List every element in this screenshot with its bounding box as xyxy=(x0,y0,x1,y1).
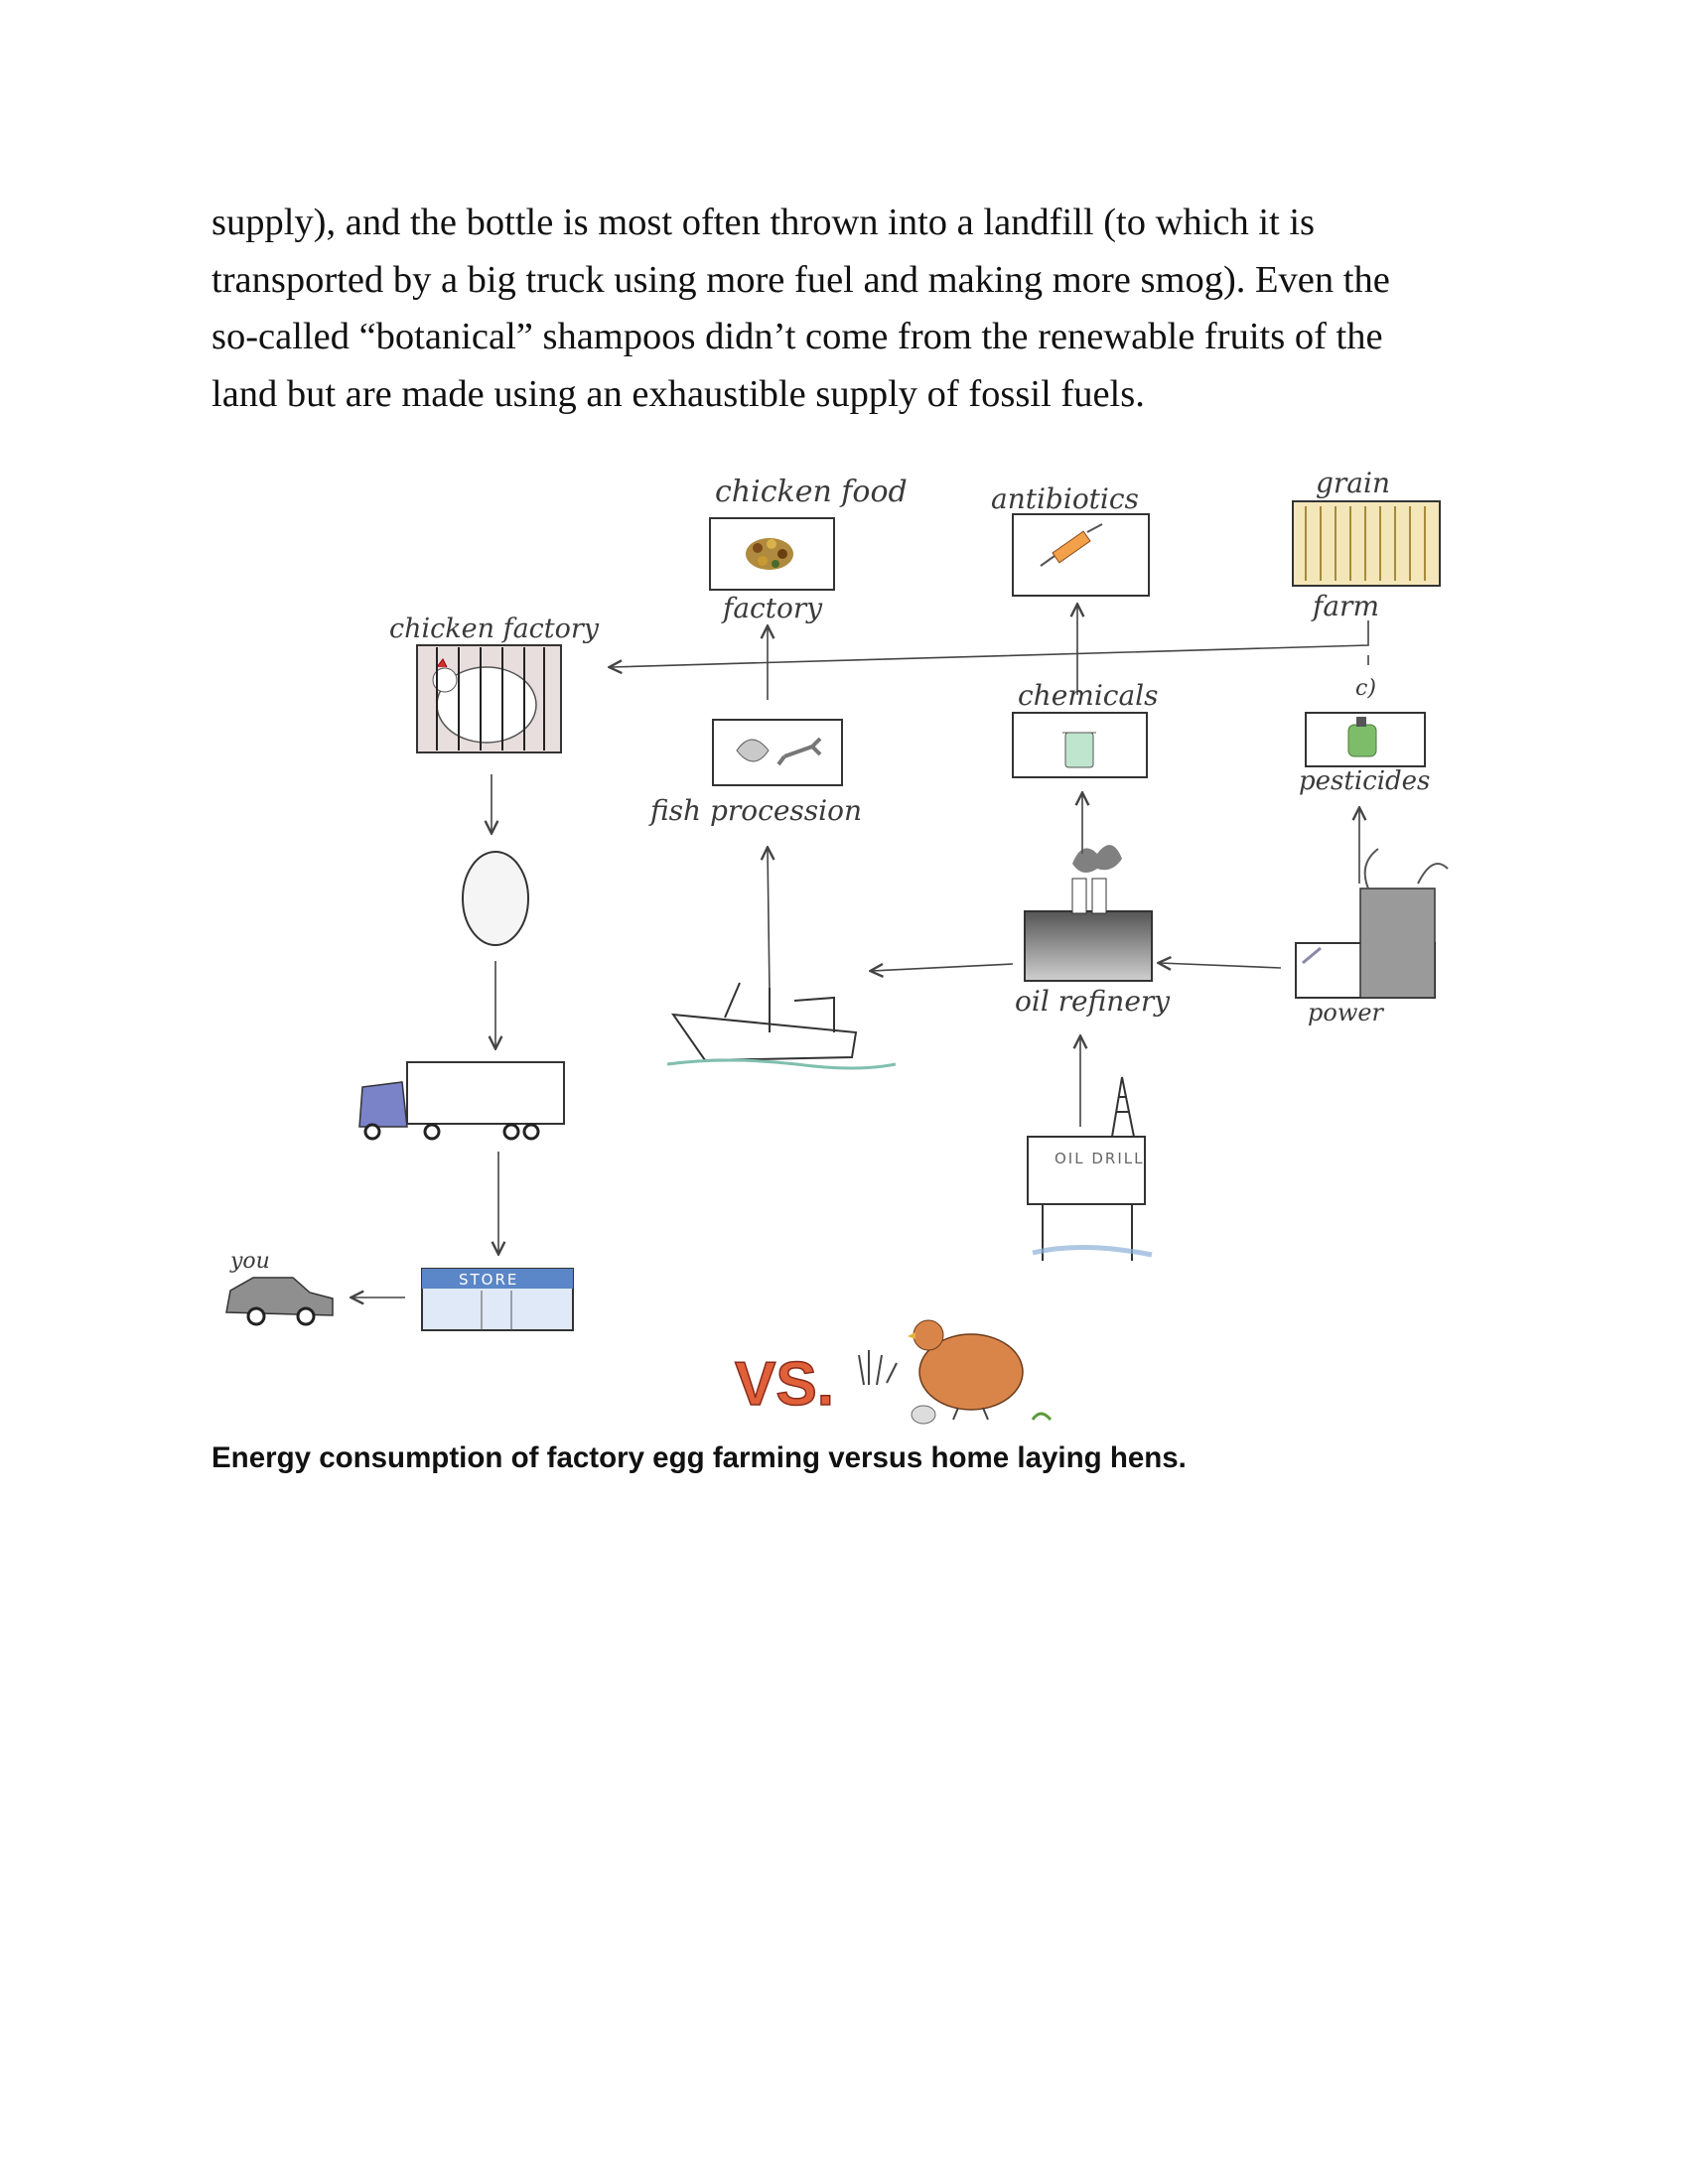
chemicals-node: chemicals xyxy=(1012,679,1159,778)
antibiotics-node: antibiotics xyxy=(991,482,1150,597)
truck-node xyxy=(358,1061,565,1141)
oil-rig-icon xyxy=(1027,1076,1153,1261)
car-icon xyxy=(225,1277,334,1326)
egg-node xyxy=(462,851,529,946)
truck-icon xyxy=(358,1061,565,1141)
hen-icon xyxy=(908,1319,1053,1425)
grain-stalks xyxy=(1305,506,1426,581)
pesticide-spray-mark: ⅽ) xyxy=(1355,676,1376,701)
paragraph-line: transported by a big truck using more fu… xyxy=(211,258,1390,301)
chicken-feed-icon xyxy=(746,538,793,570)
fish-icon xyxy=(736,737,822,766)
arrow-power-to-refinery xyxy=(1160,963,1282,968)
pesticides-node: ⅽ) pesticides xyxy=(1299,676,1430,796)
store-node: STORE xyxy=(421,1268,574,1331)
antibiotics-label: antibiotics xyxy=(991,482,1139,515)
versus-node: VS. xyxy=(734,1319,1053,1425)
ship-node xyxy=(666,982,897,1070)
power-plant-icon xyxy=(1295,848,1449,999)
hand-icon xyxy=(858,1350,898,1386)
oil-drill-node: OIL DRILL xyxy=(1027,1076,1153,1261)
farm-label: farm xyxy=(1311,590,1379,622)
fish-processing-node: fish procession xyxy=(648,719,862,827)
flow-arrows xyxy=(352,606,1369,1297)
arrow-farm-to-chicken-factory xyxy=(611,620,1369,667)
figure-caption: Energy consumption of factory egg farmin… xyxy=(211,1441,1187,1474)
spray-bottle-icon xyxy=(1347,717,1377,757)
chicken-food-label: chicken food xyxy=(715,475,908,509)
syringe-icon xyxy=(1040,523,1103,567)
store-icon xyxy=(421,1268,574,1331)
refinery-icon xyxy=(1024,845,1153,982)
beaker-icon xyxy=(1062,732,1096,768)
you-node: you xyxy=(225,1249,334,1326)
power-label: power xyxy=(1308,999,1385,1026)
chicken-food-node: chicken food factory xyxy=(709,475,908,624)
chicken-factory-label: chicken factory xyxy=(389,614,600,644)
chicken-factory-node: chicken factory xyxy=(389,614,600,753)
arrow-ship-to-fish xyxy=(768,849,770,994)
energy-flow-diagram: chicken food factory antibiotics grain xyxy=(225,467,1449,1425)
you-label: you xyxy=(229,1249,270,1274)
body-paragraph: supply), and the bottle is most often th… xyxy=(211,195,1502,423)
oil-drill-label: OIL DRILL xyxy=(1055,1150,1144,1167)
grain-farm-node: grain farm xyxy=(1292,467,1441,622)
paragraph-line: land but are made using an exhaustible s… xyxy=(211,372,1145,415)
fish-processing-label: fish procession xyxy=(648,794,862,827)
hen-in-cage-icon xyxy=(432,647,545,751)
egg-icon xyxy=(462,851,529,946)
power-node: power xyxy=(1295,848,1449,1026)
oil-refinery-label: oil refinery xyxy=(1015,985,1171,1018)
oil-refinery-node: oil refinery xyxy=(1015,845,1171,1018)
arrow-refinery-to-ship xyxy=(872,964,1014,971)
chemicals-label: chemicals xyxy=(1018,679,1159,712)
pesticides-label: pesticides xyxy=(1299,766,1430,796)
versus-label: VS. xyxy=(735,1350,834,1419)
store-label: STORE xyxy=(459,1271,518,1289)
factory-label: factory xyxy=(721,592,823,624)
ship-icon xyxy=(666,982,897,1070)
grain-label: grain xyxy=(1316,467,1390,499)
paragraph-line: so-called “botanical” shampoos didn’t co… xyxy=(211,316,1383,357)
paragraph-line: supply), and the bottle is most often th… xyxy=(211,202,1316,243)
